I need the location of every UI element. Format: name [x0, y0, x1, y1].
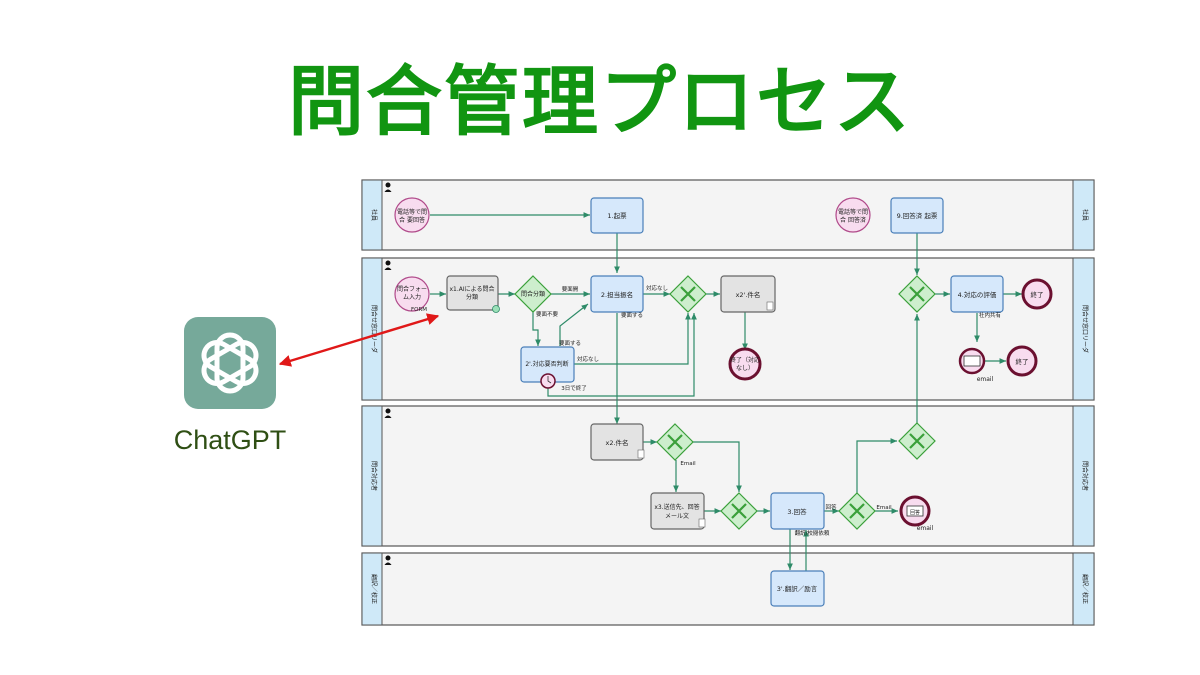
message-event-share[interactable]: email — [958, 347, 994, 383]
sequence-flows — [430, 212, 1022, 571]
lane-1-label-right: 社員 — [1081, 209, 1089, 221]
lane-1-label: 社員 — [370, 209, 378, 221]
end-event-no-response-line2: なし） — [736, 365, 754, 372]
edge-label-share: 社内共有 — [979, 311, 1002, 319]
lane-4-label: 翻訳／校正 — [370, 574, 378, 604]
boundary-marker — [492, 305, 500, 313]
task-2dash[interactable]: 2'.対応要否判断 3日で終了 — [520, 346, 587, 392]
start-event-phone-2-line2: 合 回答済 — [840, 216, 866, 224]
chatgpt-label: ChatGPT — [173, 425, 287, 455]
task-4[interactable]: 4.対応の評価 — [950, 275, 1004, 313]
gateway-classify-label: 問合分類 — [521, 290, 545, 298]
lane-4-label-right: 翻訳／校正 — [1081, 574, 1089, 604]
edge-label-translate: 翻訳/校閲依頼 — [795, 529, 830, 537]
edge-label-noresp2: 対応なし — [577, 355, 599, 363]
start-event-phone-1-line2: 合 要回答 — [399, 216, 425, 224]
table-icon — [698, 518, 706, 528]
person-icon — [385, 182, 391, 188]
table-icon — [766, 301, 774, 311]
person-icon — [385, 260, 391, 266]
edge-label-email2: Email — [876, 505, 892, 511]
start-event-form-line1: 問合フォー — [397, 285, 427, 293]
task-x1[interactable]: x1.AIによる問合 分類 — [446, 275, 500, 313]
gateway-exclusive[interactable] — [656, 275, 936, 530]
task-2-label: 2.担当振名 — [601, 290, 633, 299]
chatgpt-logo — [184, 317, 276, 409]
table-icon — [637, 449, 645, 459]
end-event-no-response[interactable]: 終了（対応 なし） — [728, 347, 762, 381]
task-x1-line1: x1.AIによる問合 — [450, 285, 495, 293]
end-event-2[interactable]: 終了 — [1006, 345, 1038, 377]
task-1-label: 1.起票 — [607, 212, 627, 220]
lane-4: 翻訳／校正 翻訳／校正 — [361, 552, 1095, 626]
edge-label-answer: 回答 — [825, 503, 837, 511]
end-event-1-label: 終了 — [1031, 290, 1044, 299]
start-event-phone-2-line1: 電話等で問 — [838, 208, 868, 216]
task-9[interactable]: 9.回答済 起票 — [890, 197, 944, 234]
edge-label-do2: 要面する — [559, 340, 581, 347]
task-3-label: 3.回答 — [787, 507, 807, 516]
edge-labels: 要面開 要面不要 対応なし 対応なし 要面する 要面する Email Email… — [536, 284, 1002, 537]
lane-3-label: 問合対応者 — [370, 461, 378, 491]
task-3dash-label: 3'.翻訳／励言 — [777, 584, 818, 593]
task-x3-line2: メール文 — [665, 512, 689, 520]
lane-2-label: 問合せ窓口リーダ — [370, 305, 378, 353]
envelope-icon — [963, 355, 981, 367]
end-event-email[interactable]: 回答 email — [899, 495, 934, 532]
lane-3-label-right: 問合対応者 — [1081, 461, 1089, 491]
task-3dash[interactable]: 3'.翻訳／励言 — [770, 570, 825, 607]
timer-label: 3日で終了 — [561, 384, 587, 392]
task-9-label: 9.回答済 起票 — [897, 211, 938, 220]
person-icon — [384, 267, 392, 270]
envelope-icon — [906, 505, 924, 517]
start-event-phone-2[interactable]: 電話等で問 合 回答済 — [835, 197, 871, 233]
start-event-form[interactable]: 問合フォー ム入力 FORM — [394, 276, 430, 313]
start-event-phone-1-line1: 電話等で問 — [397, 208, 427, 216]
task-x2[interactable]: x2.件名 — [590, 423, 645, 461]
start-event-form-sub: FORM — [411, 307, 427, 313]
lane-3: 問合対応者 問合対応者 — [361, 405, 1095, 547]
task-x3[interactable]: x3.送信先、回答 メール文 — [650, 492, 706, 530]
edge-label-do: 要面する — [621, 312, 643, 319]
lane-2-label-right: 問合せ窓口リーダ — [1081, 305, 1089, 353]
task-x2-label: x2.件名 — [605, 438, 628, 447]
task-3[interactable]: 3.回答 — [770, 492, 825, 530]
edge-label-email1: Email — [680, 461, 696, 467]
task-x2dash[interactable]: x2'.件名 — [720, 275, 776, 313]
end-event-1[interactable]: 終了 — [1021, 278, 1053, 310]
message-event-share-email: email — [977, 376, 994, 383]
chatgpt-link-arrow — [278, 313, 440, 367]
edge-label-need: 要面開 — [562, 286, 579, 293]
start-event-form-line2: ム入力 — [403, 293, 421, 301]
openai-logo-icon — [201, 332, 259, 394]
task-x3-line1: x3.送信先、回答 — [654, 503, 699, 511]
edge-label-noresp: 対応なし — [646, 284, 668, 292]
person-icon — [384, 189, 392, 192]
start-event-phone-1[interactable]: 電話等で問 合 要回答 — [394, 197, 430, 233]
person-icon — [384, 415, 392, 418]
end-event-no-response-line1: 終了（対応 — [730, 356, 760, 364]
edge-label-unneeded: 要面不要 — [536, 311, 559, 318]
end-event-email-mid: 回答 — [910, 509, 920, 516]
end-event-email-label: email — [917, 525, 934, 532]
person-icons — [384, 182, 392, 565]
task-1[interactable]: 1.起票 — [590, 197, 644, 234]
page-title: 問合管理プロセス — [288, 57, 912, 146]
task-2dash-label: 2'.対応要否判断 — [525, 360, 568, 368]
task-2[interactable]: 2.担当振名 — [590, 275, 644, 313]
person-icon — [384, 562, 392, 565]
task-4-label: 4.対応の評価 — [958, 290, 997, 299]
gateway-classify[interactable]: 問合分類 — [514, 275, 552, 313]
person-icon — [385, 555, 391, 561]
end-event-2-label: 終了 — [1016, 357, 1029, 366]
person-icon — [385, 408, 391, 414]
task-x1-line2: 分類 — [466, 293, 478, 301]
task-x2dash-label: x2'.件名 — [736, 290, 761, 299]
